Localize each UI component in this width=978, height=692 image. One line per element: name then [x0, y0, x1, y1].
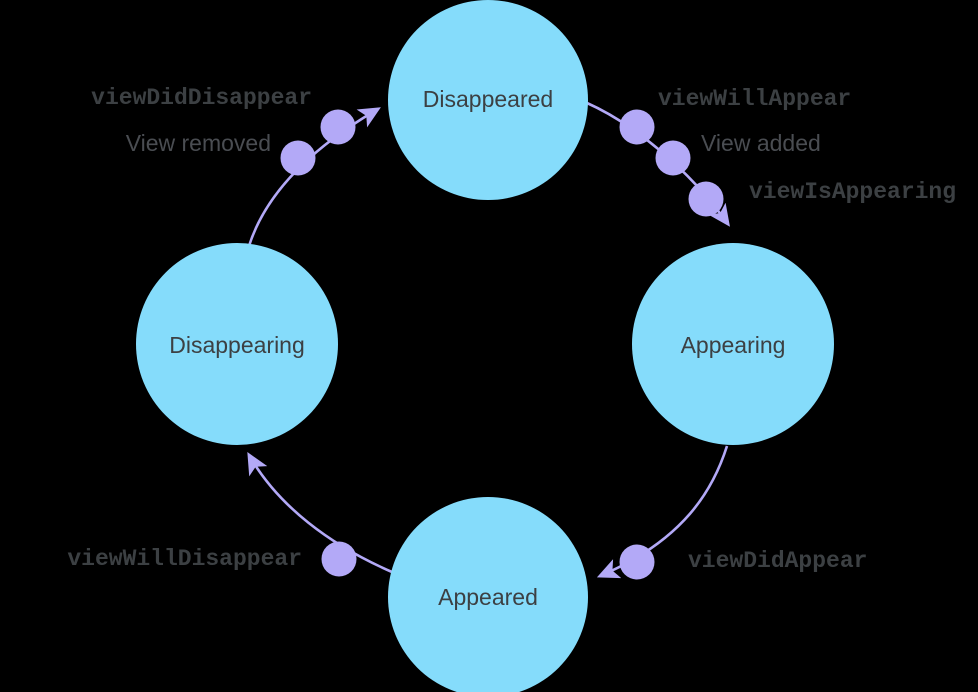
edge-dot	[321, 541, 357, 577]
edge-dot	[320, 109, 356, 145]
edge-label-view-did-disappear: viewDidDisappear	[91, 85, 312, 111]
edge-appearing-to-appeared	[596, 445, 729, 580]
state-label-appearing: Appearing	[681, 332, 786, 358]
edge-label-view-is-appearing: viewIsAppearing	[749, 179, 956, 205]
edge-dot	[619, 109, 655, 145]
state-circle-disappeared[interactable]	[388, 0, 588, 200]
state-node-disappearing[interactable]: Disappearing	[136, 243, 338, 445]
state-label-disappeared: Disappeared	[423, 86, 553, 112]
edge-disappeared-to-appearing	[586, 101, 730, 227]
edge-note-view-removed: View removed	[126, 130, 271, 156]
edge-path-appeared-to-disappearing	[247, 452, 393, 574]
state-node-appearing[interactable]: Appearing	[632, 243, 834, 445]
edge-label-view-will-appear: viewWillAppear	[658, 86, 851, 112]
edge-label-view-did-appear: viewDidAppear	[688, 548, 867, 574]
edge-appeared-to-disappearing	[247, 452, 393, 577]
state-label-disappearing: Disappearing	[169, 332, 305, 358]
state-node-disappeared[interactable]: Disappeared	[388, 0, 588, 200]
edge-dot	[688, 181, 724, 217]
edge-dot	[655, 140, 691, 176]
edge-disappearing-to-disappeared	[247, 107, 381, 247]
state-node-appeared[interactable]: Appeared	[388, 497, 588, 692]
edge-label-view-will-disappear: viewWillDisappear	[67, 546, 302, 572]
state-circle-appeared[interactable]	[388, 497, 588, 692]
edge-dot	[619, 544, 655, 580]
edge-dot	[280, 140, 316, 176]
state-label-appeared: Appeared	[438, 584, 538, 610]
edge-note-view-added: View added	[701, 130, 821, 156]
state-circle-disappearing[interactable]	[136, 243, 338, 445]
state-circle-appearing[interactable]	[632, 243, 834, 445]
